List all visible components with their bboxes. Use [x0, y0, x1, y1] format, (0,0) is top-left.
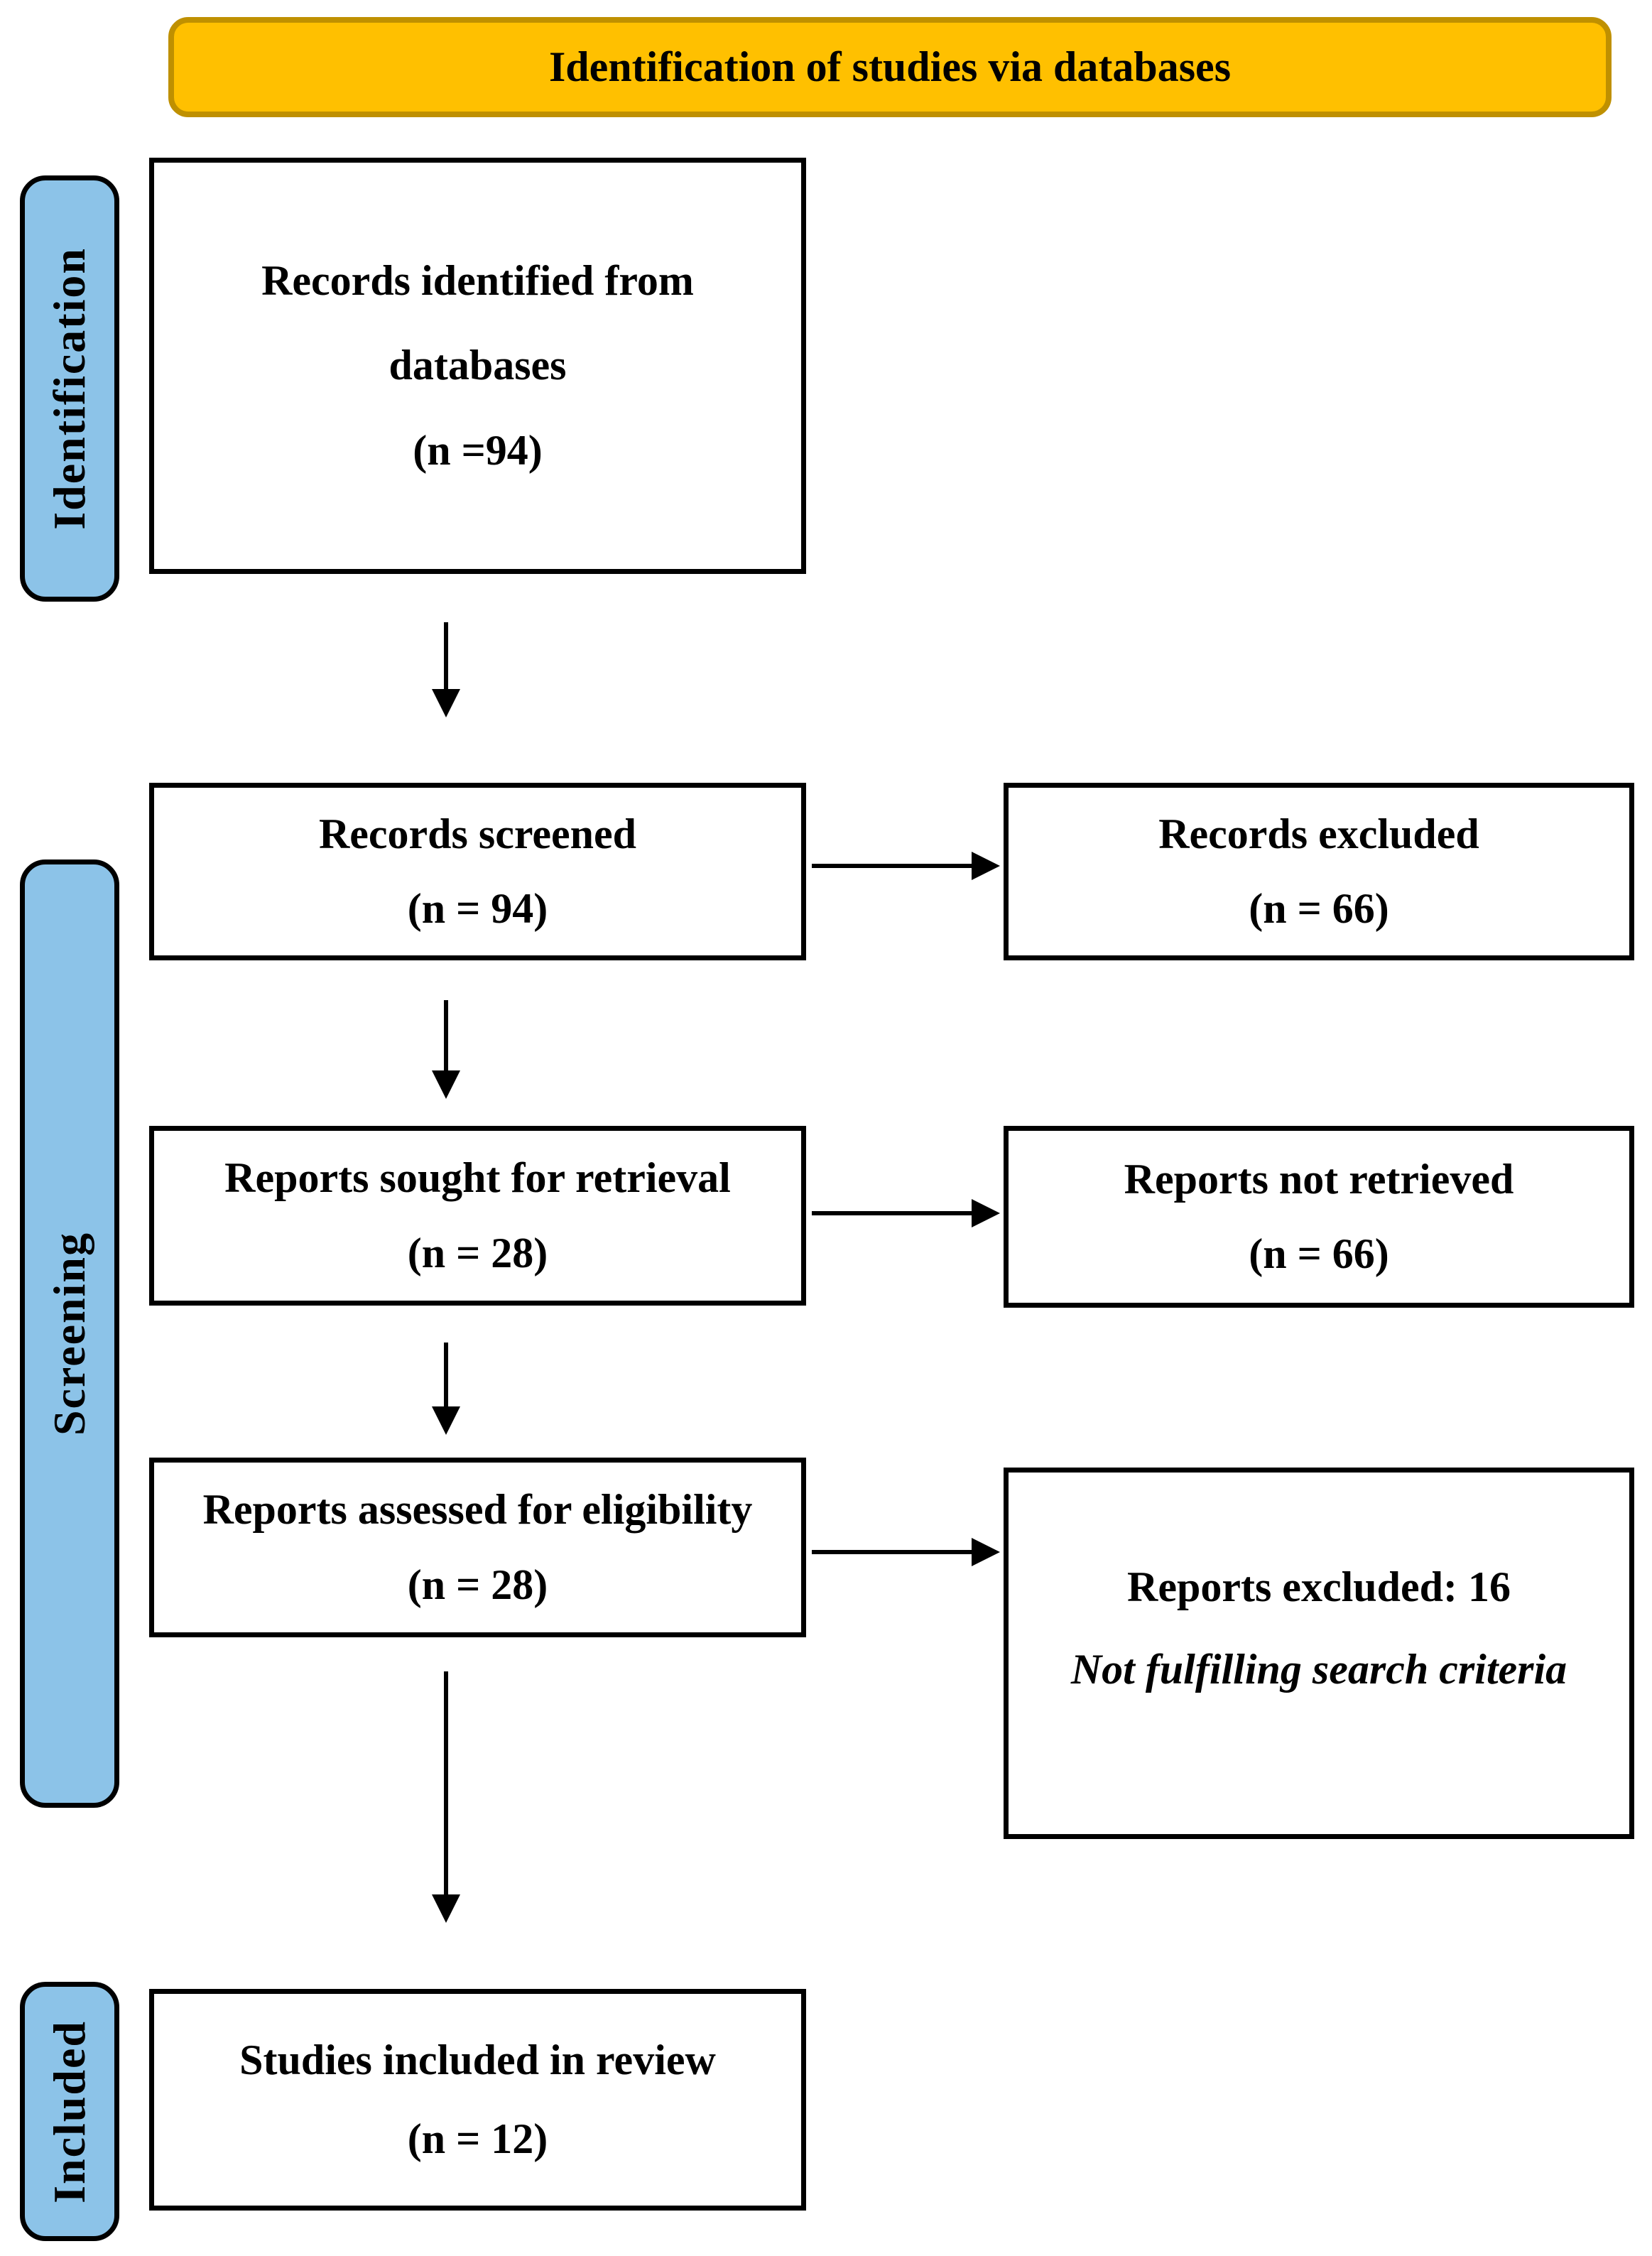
stage-label-screening: Screening [44, 1231, 94, 1436]
arrowhead-down-icon [432, 1894, 460, 1923]
stage-bar-identification: Identification [20, 175, 119, 602]
box-reports-sought: Reports sought for retrieval (n = 28) [149, 1126, 806, 1306]
records-identified-line2: databases [388, 342, 567, 389]
box-studies-included: Studies included in review (n = 12) [149, 1989, 806, 2211]
arrow-sought-to-not-retrieved [812, 1199, 1000, 1227]
arrowhead-right-icon [972, 852, 1000, 880]
arrow-shaft [444, 1000, 448, 1072]
box-reports-not-retrieved: Reports not retrieved (n = 66) [1004, 1126, 1634, 1308]
stage-bar-included: Included [20, 1982, 119, 2241]
arrow-shaft [444, 1343, 448, 1408]
reports-assessed-count: (n = 28) [407, 1561, 548, 1608]
box-records-excluded: Records excluded (n = 66) [1004, 783, 1634, 960]
box-reports-excluded: Reports excluded: 16 Not fulfilling sear… [1004, 1468, 1634, 1839]
reports-sought-title: Reports sought for retrieval [224, 1154, 731, 1202]
arrow-shaft [812, 1550, 973, 1554]
arrowhead-down-icon [432, 1070, 460, 1099]
arrowhead-right-icon [972, 1199, 1000, 1227]
stage-label-included: Included [44, 2019, 94, 2203]
arrow-shaft [812, 864, 973, 868]
box-records-identified: Records identified from databases (n =94… [149, 158, 806, 574]
reports-sought-count: (n = 28) [407, 1229, 548, 1276]
arrow-screened-to-excluded [812, 852, 1000, 880]
header-banner: Identification of studies via databases [168, 17, 1612, 117]
arrow-assessed-to-reports-excluded [812, 1538, 1000, 1566]
header-title: Identification of studies via databases [548, 43, 1232, 90]
records-excluded-title: Records excluded [1158, 810, 1479, 857]
arrow-screened-to-sought [432, 1000, 460, 1099]
arrow-shaft [444, 1671, 448, 1896]
records-identified-count: (n =94) [413, 426, 543, 474]
arrow-shaft [812, 1211, 973, 1215]
records-excluded-count: (n = 66) [1249, 885, 1389, 932]
reports-excluded-reason: Not fulfilling search criteria [1070, 1645, 1567, 1693]
reports-assessed-title: Reports assessed for eligibility [202, 1486, 753, 1534]
stage-label-identification: Identification [44, 247, 94, 530]
arrowhead-down-icon [432, 1406, 460, 1435]
arrowhead-right-icon [972, 1538, 1000, 1566]
studies-included-title: Studies included in review [239, 2036, 716, 2083]
stage-bar-screening: Screening [20, 859, 119, 1808]
arrow-sought-to-assessed [432, 1343, 460, 1435]
box-records-screened: Records screened (n = 94) [149, 783, 806, 960]
arrowhead-down-icon [432, 689, 460, 717]
reports-excluded-title: Reports excluded: 16 [1127, 1563, 1511, 1611]
box-reports-assessed: Reports assessed for eligibility (n = 28… [149, 1458, 806, 1637]
arrow-assessed-to-included [432, 1671, 460, 1923]
arrow-identified-to-screened [432, 622, 460, 717]
records-identified-line1: Records identified from [261, 257, 694, 305]
arrow-shaft [444, 622, 448, 690]
reports-not-retrieved-title: Reports not retrieved [1124, 1155, 1514, 1203]
records-screened-count: (n = 94) [407, 885, 548, 932]
studies-included-count: (n = 12) [407, 2115, 548, 2162]
reports-not-retrieved-count: (n = 66) [1249, 1230, 1389, 1277]
records-screened-title: Records screened [318, 810, 637, 857]
